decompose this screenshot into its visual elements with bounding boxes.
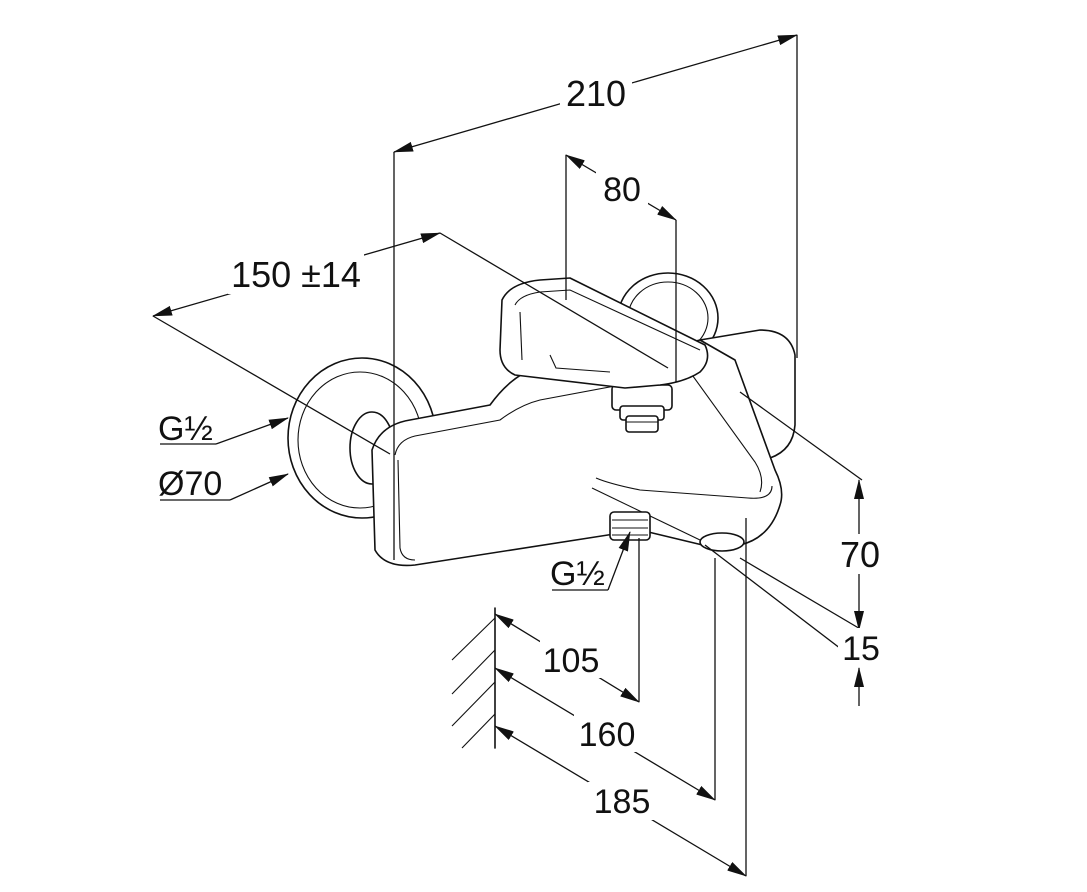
leader-rosette-diameter: [229, 473, 289, 501]
leader-inlet-thread: [215, 417, 289, 445]
leader-outlet-thread: [607, 531, 631, 591]
label-inlet-thread: G½: [158, 410, 213, 448]
label-height: 70: [840, 534, 880, 575]
outlet-connector: [609, 511, 651, 541]
spout-outlet: [699, 532, 745, 552]
cartridge: [611, 384, 673, 433]
label-backgrounds: [228, 74, 884, 820]
dimension-lines: [152, 34, 864, 877]
label-outlet-projection: 105: [543, 642, 600, 680]
label-overall-width: 210: [566, 73, 626, 114]
body-main: [371, 339, 783, 567]
label-spout-clearance: 15: [842, 630, 880, 668]
wall-hatch: [451, 607, 496, 749]
label-handle-offset: 80: [603, 171, 641, 209]
label-outlet-thread: G½: [550, 555, 605, 593]
label-spout-projection: 160: [579, 716, 636, 754]
label-overall-depth: 185: [594, 783, 651, 821]
faucet-illustration: [287, 272, 796, 567]
dimension-labels: 210 80 150 ±14 G½ Ø70 G½ 70 15 105 160 1…: [158, 73, 880, 821]
label-center-distance: 150 ±14: [231, 254, 361, 295]
label-rosette-diameter: Ø70: [158, 465, 222, 503]
